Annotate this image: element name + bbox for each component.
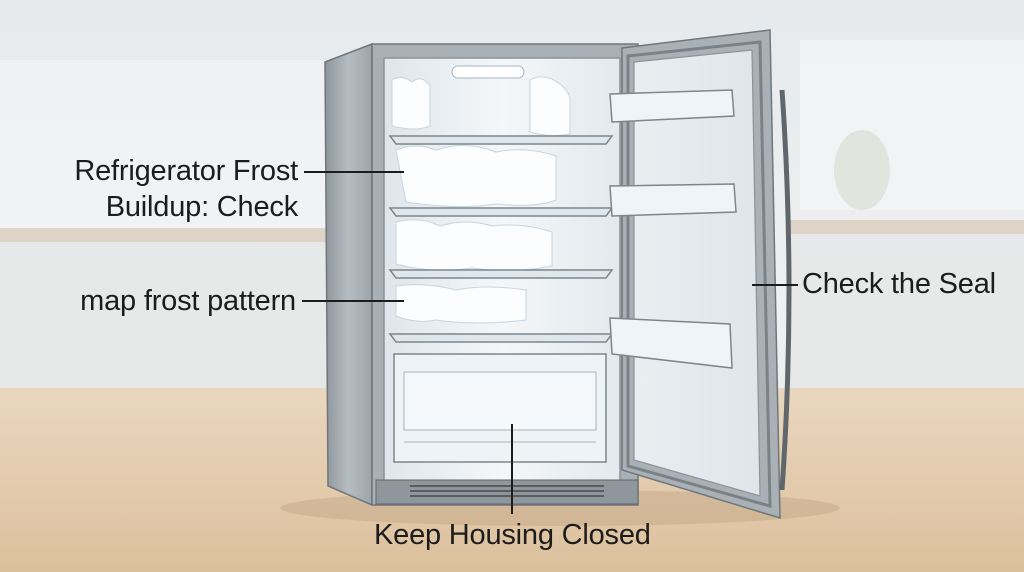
base-grille: [375, 479, 639, 505]
label-check-seal: Check the Seal: [802, 268, 996, 300]
label-frost-buildup: Refrigerator Frost Buildup: Check: [74, 153, 298, 225]
background-window-left: [0, 60, 330, 230]
leader-lines: [302, 171, 798, 514]
label-map-frost: map frost pattern: [80, 285, 296, 317]
frost-buildup: [391, 76, 571, 324]
label-frost-line1: Refrigerator Frost: [74, 155, 298, 187]
crisper-drawer: [393, 353, 607, 463]
interior-light: [451, 65, 525, 79]
door-bins: [609, 89, 737, 369]
background-counter-left: [0, 228, 330, 242]
label-frost-line2: Buildup: Check: [105, 191, 298, 223]
shelves: [388, 135, 614, 343]
door-handle: [779, 89, 792, 491]
background-window-right: [800, 40, 1024, 210]
background-cabinets-left: [0, 242, 330, 392]
fridge-left-side: [324, 42, 373, 507]
background-cabinets-right: [790, 234, 1024, 394]
background-plant: [834, 130, 890, 210]
background-counter-right: [790, 220, 1024, 234]
label-keep-closed: Keep Housing Closed: [374, 519, 651, 551]
